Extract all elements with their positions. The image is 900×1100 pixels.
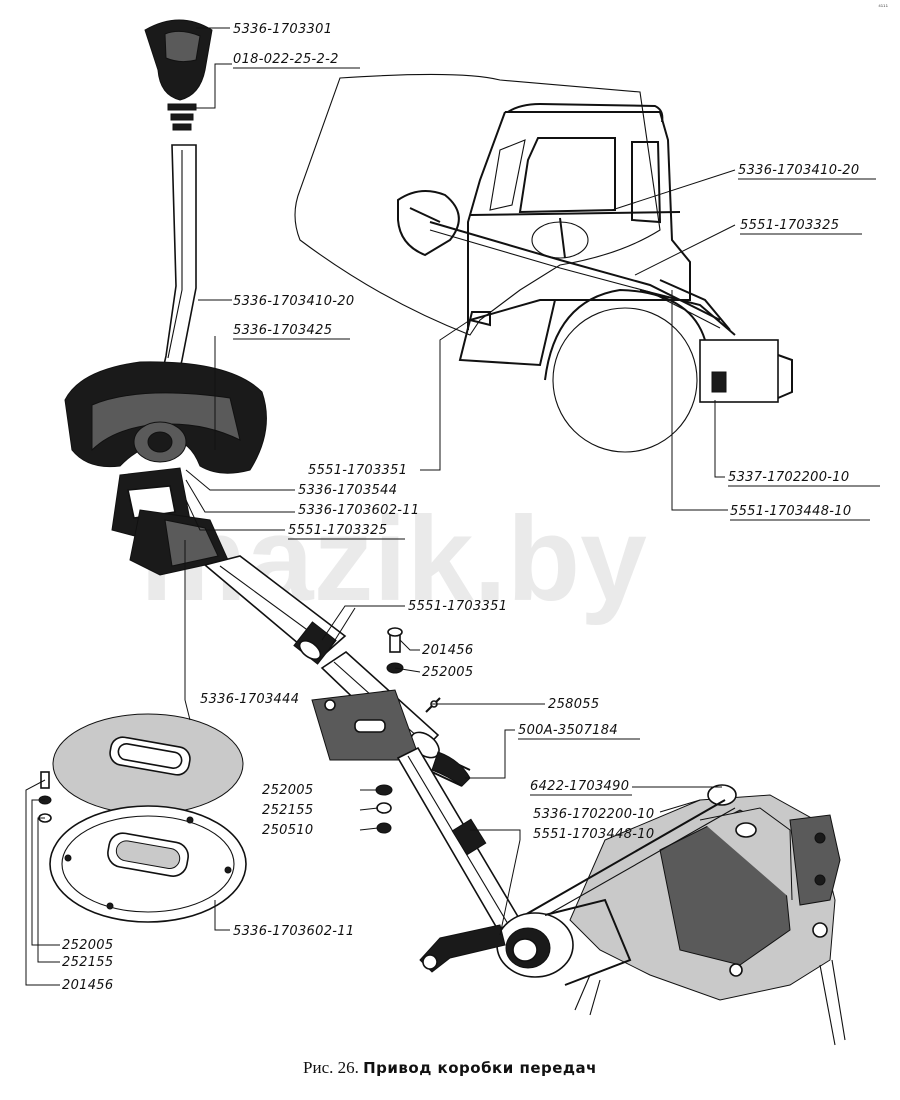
label-252005-left: 252005: [62, 938, 113, 953]
label-5551-1703325: 5551-1703325: [288, 523, 387, 538]
caption-title: Привод коробки передач: [363, 1059, 597, 1077]
upper-shift-rod: [129, 509, 347, 665]
label-5336-1703602-11-top: 5336-1703602-11: [298, 503, 419, 518]
label-5337-1702200-10: 5337-1702200-10: [728, 470, 849, 485]
label-5336-1703410-20: 5336-1703410-20: [233, 294, 354, 309]
label-5336-1703544: 5336-1703544: [298, 483, 397, 498]
label-201456-left: 201456: [62, 978, 113, 993]
figure-caption: Рис. 26. Привод коробки передач: [0, 1058, 900, 1078]
label-5336-1702200-10: 5336-1702200-10: [533, 807, 654, 822]
label-5336-1703410-20-top: 5336-1703410-20: [738, 163, 859, 178]
middle-rod-assembly: [311, 627, 471, 834]
gearbox-housing: [419, 784, 846, 1046]
label-252005-mid: 252005: [422, 665, 473, 680]
label-5336-1703425: 5336-1703425: [233, 323, 332, 338]
label-258055: 258055: [548, 697, 599, 712]
leader-lines: [25, 27, 736, 986]
label-252005: 252005: [262, 783, 313, 798]
label-252155: 252155: [262, 803, 313, 818]
label-250510: 250510: [262, 823, 313, 838]
label-5551-1703325-top: 5551-1703325: [740, 218, 839, 233]
caption-prefix: Рис. 26.: [303, 1058, 359, 1077]
label-018-022-25-2-2: 018-022-25-2-2: [233, 52, 339, 67]
label-5551-1703351: 5551-1703351: [408, 599, 507, 614]
part-labels: 5336-1703301 018-022-25-2-2 5336-1703410…: [62, 22, 880, 993]
corner-mark: ⁴¹¹¹: [878, 4, 888, 11]
label-201456-mid: 201456: [422, 643, 473, 658]
label-6422-1703490: 6422-1703490: [530, 779, 629, 794]
label-5336-1703602-11: 5336-1703602-11: [233, 924, 354, 939]
cover-plates: [38, 713, 247, 923]
label-5551-1703351-top: 5551-1703351: [308, 463, 407, 478]
lower-shift-rod: [396, 746, 522, 932]
label-5551-1703448-10: 5551-1703448-10: [533, 827, 654, 842]
label-5336-1703301: 5336-1703301: [233, 22, 332, 37]
truck-cab-illustration: [294, 73, 793, 453]
shift-lever-assembly: [64, 19, 267, 541]
label-5336-1703444: 5336-1703444: [200, 692, 299, 707]
label-5551-1703448-10-top: 5551-1703448-10: [730, 504, 851, 519]
label-500a-3507184: 500А-3507184: [518, 723, 618, 738]
label-252155-left: 252155: [62, 955, 113, 970]
